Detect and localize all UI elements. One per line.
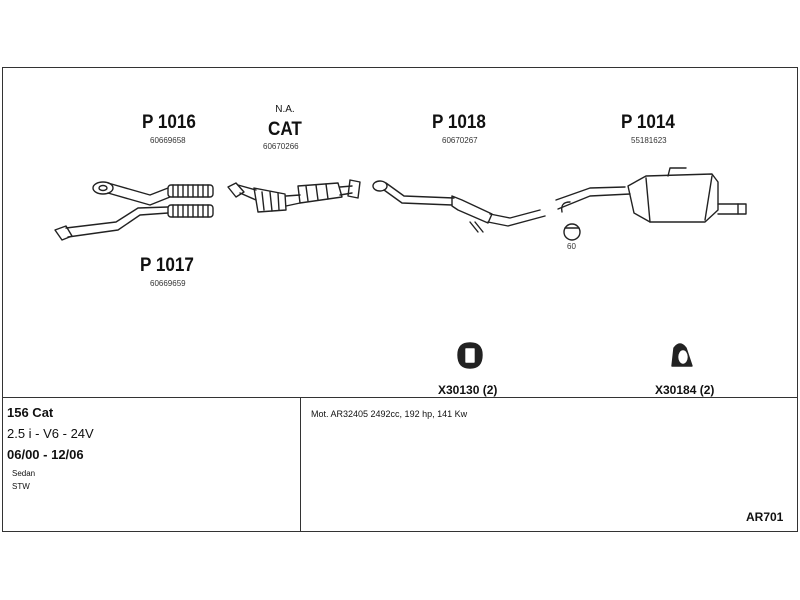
vehicle-engine: 2.5 i - V6 - 24V [7,426,94,441]
part-p1014-drawing [555,167,747,223]
part-cat-drawing [227,179,361,213]
part-number-p1017: P 1017 [140,255,194,276]
part-p1017-drawing [54,204,214,241]
cat-note: N.A. [275,104,295,115]
divider-horizontal [2,397,798,398]
vehicle-model: 156 Cat [7,405,54,420]
diagram-frame [2,67,798,532]
part-number-p1014: P 1014 [621,112,675,133]
part-p1018-drawing [372,180,546,233]
article-number-p1017: 60669659 [150,279,186,288]
divider-vertical [300,397,301,532]
part-number-p1018: P 1018 [432,112,486,133]
article-number-p1018: 60670267 [442,136,478,145]
motor-spec: Mot. AR32405 2492cc, 192 hp, 141 Kw [311,409,468,419]
vehicle-body-stw: STW [12,482,30,491]
article-number-cat: 60670266 [263,142,299,151]
part-clamp-drawing [560,201,581,241]
part-number-x30184: X30184 (2) [655,383,715,397]
vehicle-years: 06/00 - 12/06 [7,447,84,462]
clamp-label: 60 [567,242,576,251]
article-number-p1016: 60669658 [150,136,186,145]
part-number-cat: CAT [268,119,302,140]
part-number-p1016: P 1016 [142,112,196,133]
part-number-x30130: X30130 (2) [438,383,498,397]
part-p1016-drawing [92,181,214,206]
article-number-p1014: 55181623 [631,136,667,145]
vehicle-body-sedan: Sedan [12,469,36,478]
diagram-code: AR701 [746,510,784,524]
part-x30184-drawing [671,343,693,367]
part-x30130-drawing [457,342,483,369]
